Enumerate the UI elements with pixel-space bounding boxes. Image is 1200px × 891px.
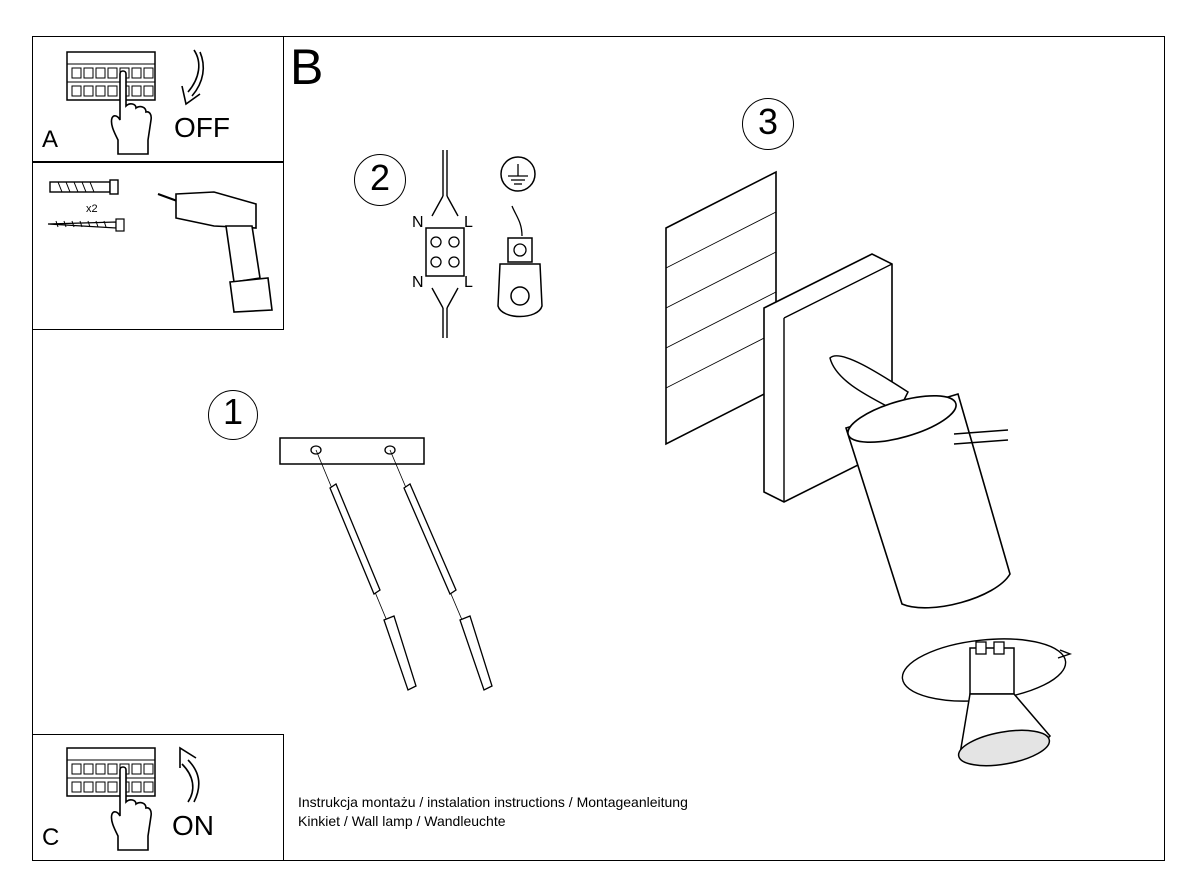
hand-icon <box>110 766 152 851</box>
outer-frame <box>32 36 1165 861</box>
arrow-down-icon <box>181 49 205 106</box>
panel-tools-frame <box>32 161 284 330</box>
instructions-title: Instrukcja montażu / instalation instruc… <box>298 794 688 810</box>
live-bottom-label: L <box>464 274 473 291</box>
drill-icon <box>157 191 273 313</box>
neutral-bottom-label: N <box>412 274 424 291</box>
panel-c-action: ON <box>172 810 214 841</box>
panel-a-action: OFF <box>174 112 230 143</box>
step-2-number: 2 <box>369 157 391 198</box>
step-1-badge <box>208 390 258 440</box>
hand-icon <box>110 70 152 155</box>
wall-plug-icon <box>49 179 119 195</box>
step-1-number: 1 <box>222 391 244 432</box>
panel-a-letter: A <box>42 126 59 153</box>
panel-b-letter: B <box>290 39 324 95</box>
step-2-badge <box>354 154 406 206</box>
neutral-top-label: N <box>412 214 424 231</box>
panel-a-frame <box>32 36 284 163</box>
breaker-panel-icon <box>66 747 156 797</box>
screw-icon <box>47 218 125 232</box>
arrow-up-icon <box>179 746 200 803</box>
live-top-label: L <box>464 214 473 231</box>
step-3-badge <box>742 98 794 150</box>
product-title: Kinkiet / Wall lamp / Wandleuchte <box>298 813 506 829</box>
terminal-block-diagram <box>425 150 465 338</box>
panel-c-frame <box>32 734 284 861</box>
wall-lamp-diagram <box>665 170 1011 609</box>
gu10-bulb-diagram <box>901 638 1073 767</box>
ground-terminal-diagram <box>497 156 543 318</box>
tools-quantity: x2 <box>86 203 98 215</box>
panel-c-letter: C <box>42 824 60 851</box>
step-3-number: 3 <box>757 101 779 142</box>
mounting-plate-diagram <box>279 437 493 691</box>
breaker-panel-icon <box>66 51 156 101</box>
